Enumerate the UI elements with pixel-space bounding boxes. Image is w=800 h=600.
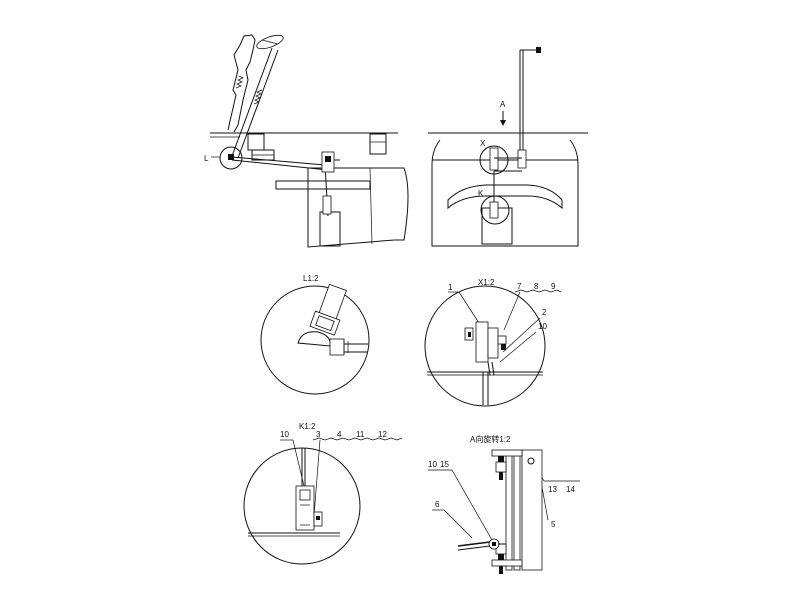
part-10-k: 10 — [280, 430, 289, 439]
view-arrow-A — [500, 120, 506, 126]
hull-body-left — [307, 167, 409, 248]
side-view: L — [204, 34, 409, 248]
detail-circle-X — [479, 145, 509, 175]
part-4: 4 — [337, 430, 342, 439]
part-7: 7 — [517, 282, 522, 291]
part-13: 13 — [548, 485, 557, 494]
part-14: 14 — [566, 485, 575, 494]
part-10-x: 10 — [538, 322, 547, 331]
label-X: X — [480, 139, 486, 148]
hull-body-right — [431, 139, 579, 247]
seat-back-outline — [227, 34, 256, 133]
detail-L-title: L1:2 — [303, 274, 319, 283]
part-10-a: 10 — [428, 460, 437, 469]
part-2: 2 — [542, 308, 547, 317]
detail-L: L1:2 — [260, 274, 370, 395]
part-15: 15 — [440, 460, 449, 469]
detail-X-circle — [424, 285, 546, 407]
ball-joint — [297, 331, 331, 347]
part-1: 1 — [448, 283, 453, 292]
part-12: 12 — [378, 430, 387, 439]
spring-1 — [235, 75, 244, 89]
label-L: L — [204, 154, 209, 163]
detail-X-title: X1:2 — [478, 278, 495, 287]
label-A: A — [500, 100, 506, 109]
crossbar — [275, 180, 371, 190]
detail-circle-L — [219, 146, 243, 170]
part-6: 6 — [435, 500, 440, 509]
inner-arch — [447, 184, 563, 210]
label-K: K — [478, 189, 484, 198]
detail-circle-K — [480, 195, 510, 225]
handle-knob — [536, 47, 541, 53]
part-11: 11 — [356, 430, 365, 439]
part-9: 9 — [551, 282, 556, 291]
detail-K: K1:2 10 3 4 11 12 — [243, 422, 403, 565]
side-plate — [521, 449, 543, 571]
detail-X: X1:2 1 7 8 9 2 10 — [424, 278, 562, 407]
part-3: 3 — [316, 430, 321, 439]
part-8: 8 — [534, 282, 539, 291]
part-5: 5 — [551, 520, 556, 529]
front-view: A X K — [428, 47, 588, 247]
detail-A: A向旋转1:2 10 15 6 13 14 5 — [428, 434, 580, 574]
detail-L-circle — [260, 285, 370, 395]
detail-K-title: K1:2 — [299, 422, 316, 431]
detail-A-title: A向旋转1:2 — [470, 434, 511, 444]
